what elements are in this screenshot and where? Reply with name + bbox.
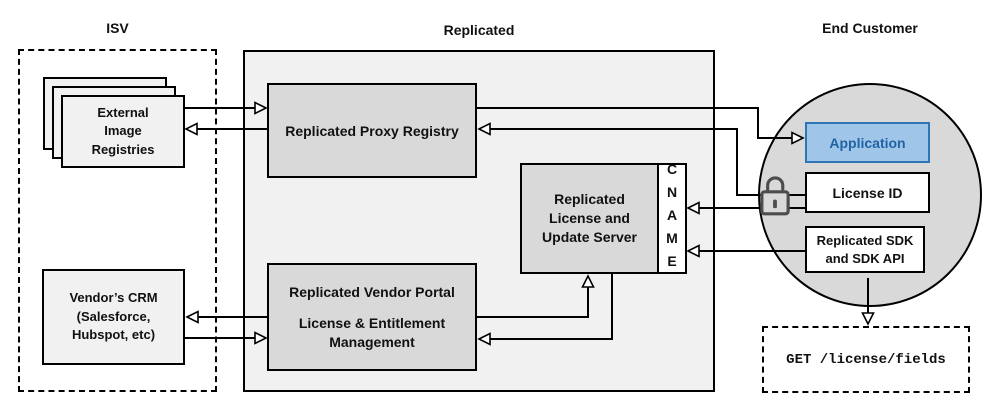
cname-label: CNAME [664, 161, 680, 276]
section-title-end-customer: End Customer [822, 20, 918, 36]
isv-boundary [18, 49, 217, 392]
external-image-registries-label: External Image Registries [91, 105, 155, 157]
get-license-fields-node: GET /license/fields [762, 326, 970, 393]
license-id-node: License ID [805, 172, 930, 213]
vendor-portal-subtitle: License & Entitlement Management [298, 315, 446, 350]
license-id-label: License ID [832, 184, 903, 201]
license-update-server-node: Replicated License and Update Server CNA… [520, 161, 687, 276]
replicated-sdk-node: Replicated SDK and SDK API [805, 226, 925, 273]
section-title-isv: ISV [106, 20, 129, 36]
external-image-registries-node: External Image Registries [61, 95, 185, 168]
vendor-crm-node: Vendor’s CRM (Salesforce, Hubspot, etc) [42, 269, 185, 365]
vendor-portal-node: Replicated Vendor Portal License & Entit… [267, 263, 477, 371]
application-node: Application [805, 122, 930, 163]
license-update-server-label: Replicated License and Update Server [522, 165, 659, 272]
proxy-registry-label: Replicated Proxy Registry [285, 122, 459, 139]
cname-strip: CNAME [659, 161, 685, 276]
replicated-sdk-label: Replicated SDK and SDK API [816, 232, 914, 266]
proxy-registry-node: Replicated Proxy Registry [267, 83, 477, 178]
unlocked-padlock-icon [760, 176, 790, 216]
section-title-replicated: Replicated [443, 22, 515, 38]
vendor-portal-title: Replicated Vendor Portal [289, 284, 455, 301]
application-label: Application [829, 134, 906, 151]
get-license-fields-label: GET /license/fields [786, 351, 946, 368]
vendor-crm-label: Vendor’s CRM (Salesforce, Hubspot, etc) [69, 289, 158, 343]
